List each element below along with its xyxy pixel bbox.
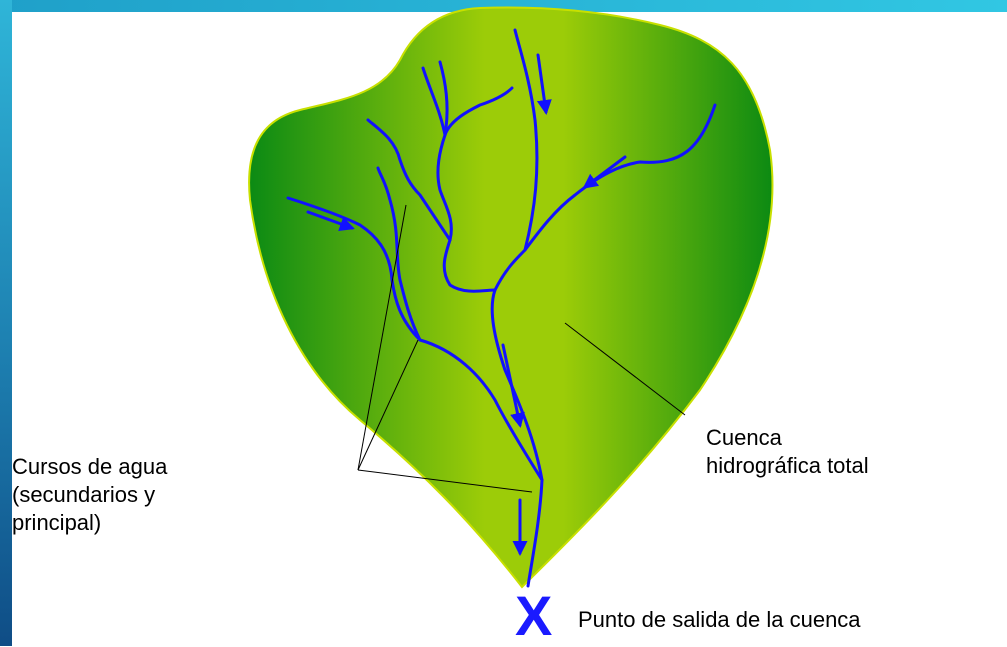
- basin-shape: [248, 6, 774, 589]
- leader-line: [564, 322, 686, 416]
- branch-center: [436, 86, 514, 293]
- outlet-x-mark: X: [515, 584, 553, 647]
- branch-left-mid: [376, 166, 422, 342]
- branch-upper-left: [286, 196, 544, 482]
- streams-label: Cursos de agua (secundarios y principal): [12, 453, 167, 537]
- streams-label-line: principal): [12, 510, 102, 535]
- leader-line: [357, 204, 407, 471]
- flow-arrow: [306, 210, 355, 231]
- stream-network: [286, 28, 717, 588]
- basin-label-line: hidrográfica total: [706, 453, 869, 478]
- branch-top-right: [513, 28, 539, 252]
- leader-lines: [357, 204, 686, 493]
- top-accent-band: [0, 0, 1007, 12]
- flow-arrow: [501, 343, 525, 428]
- branch-top-fork-2: [438, 60, 449, 137]
- flow-arrows: [306, 53, 627, 556]
- outlet-label: Punto de salida de la cuenca: [578, 607, 861, 632]
- streams-label-line: (secundarios y: [12, 482, 156, 507]
- flow-arrow: [582, 155, 627, 189]
- basin-label: Cuenca hidrográfica total: [706, 424, 869, 480]
- branch-top-fork: [421, 66, 447, 137]
- streams-label-line: Cursos de agua: [12, 454, 168, 479]
- branch-top-left: [366, 118, 452, 242]
- leader-line: [357, 339, 419, 471]
- leader-line: [357, 469, 533, 493]
- flow-arrow: [536, 53, 552, 115]
- left-accent-band: [0, 0, 12, 646]
- basin-label-line: Cuenca: [706, 425, 782, 450]
